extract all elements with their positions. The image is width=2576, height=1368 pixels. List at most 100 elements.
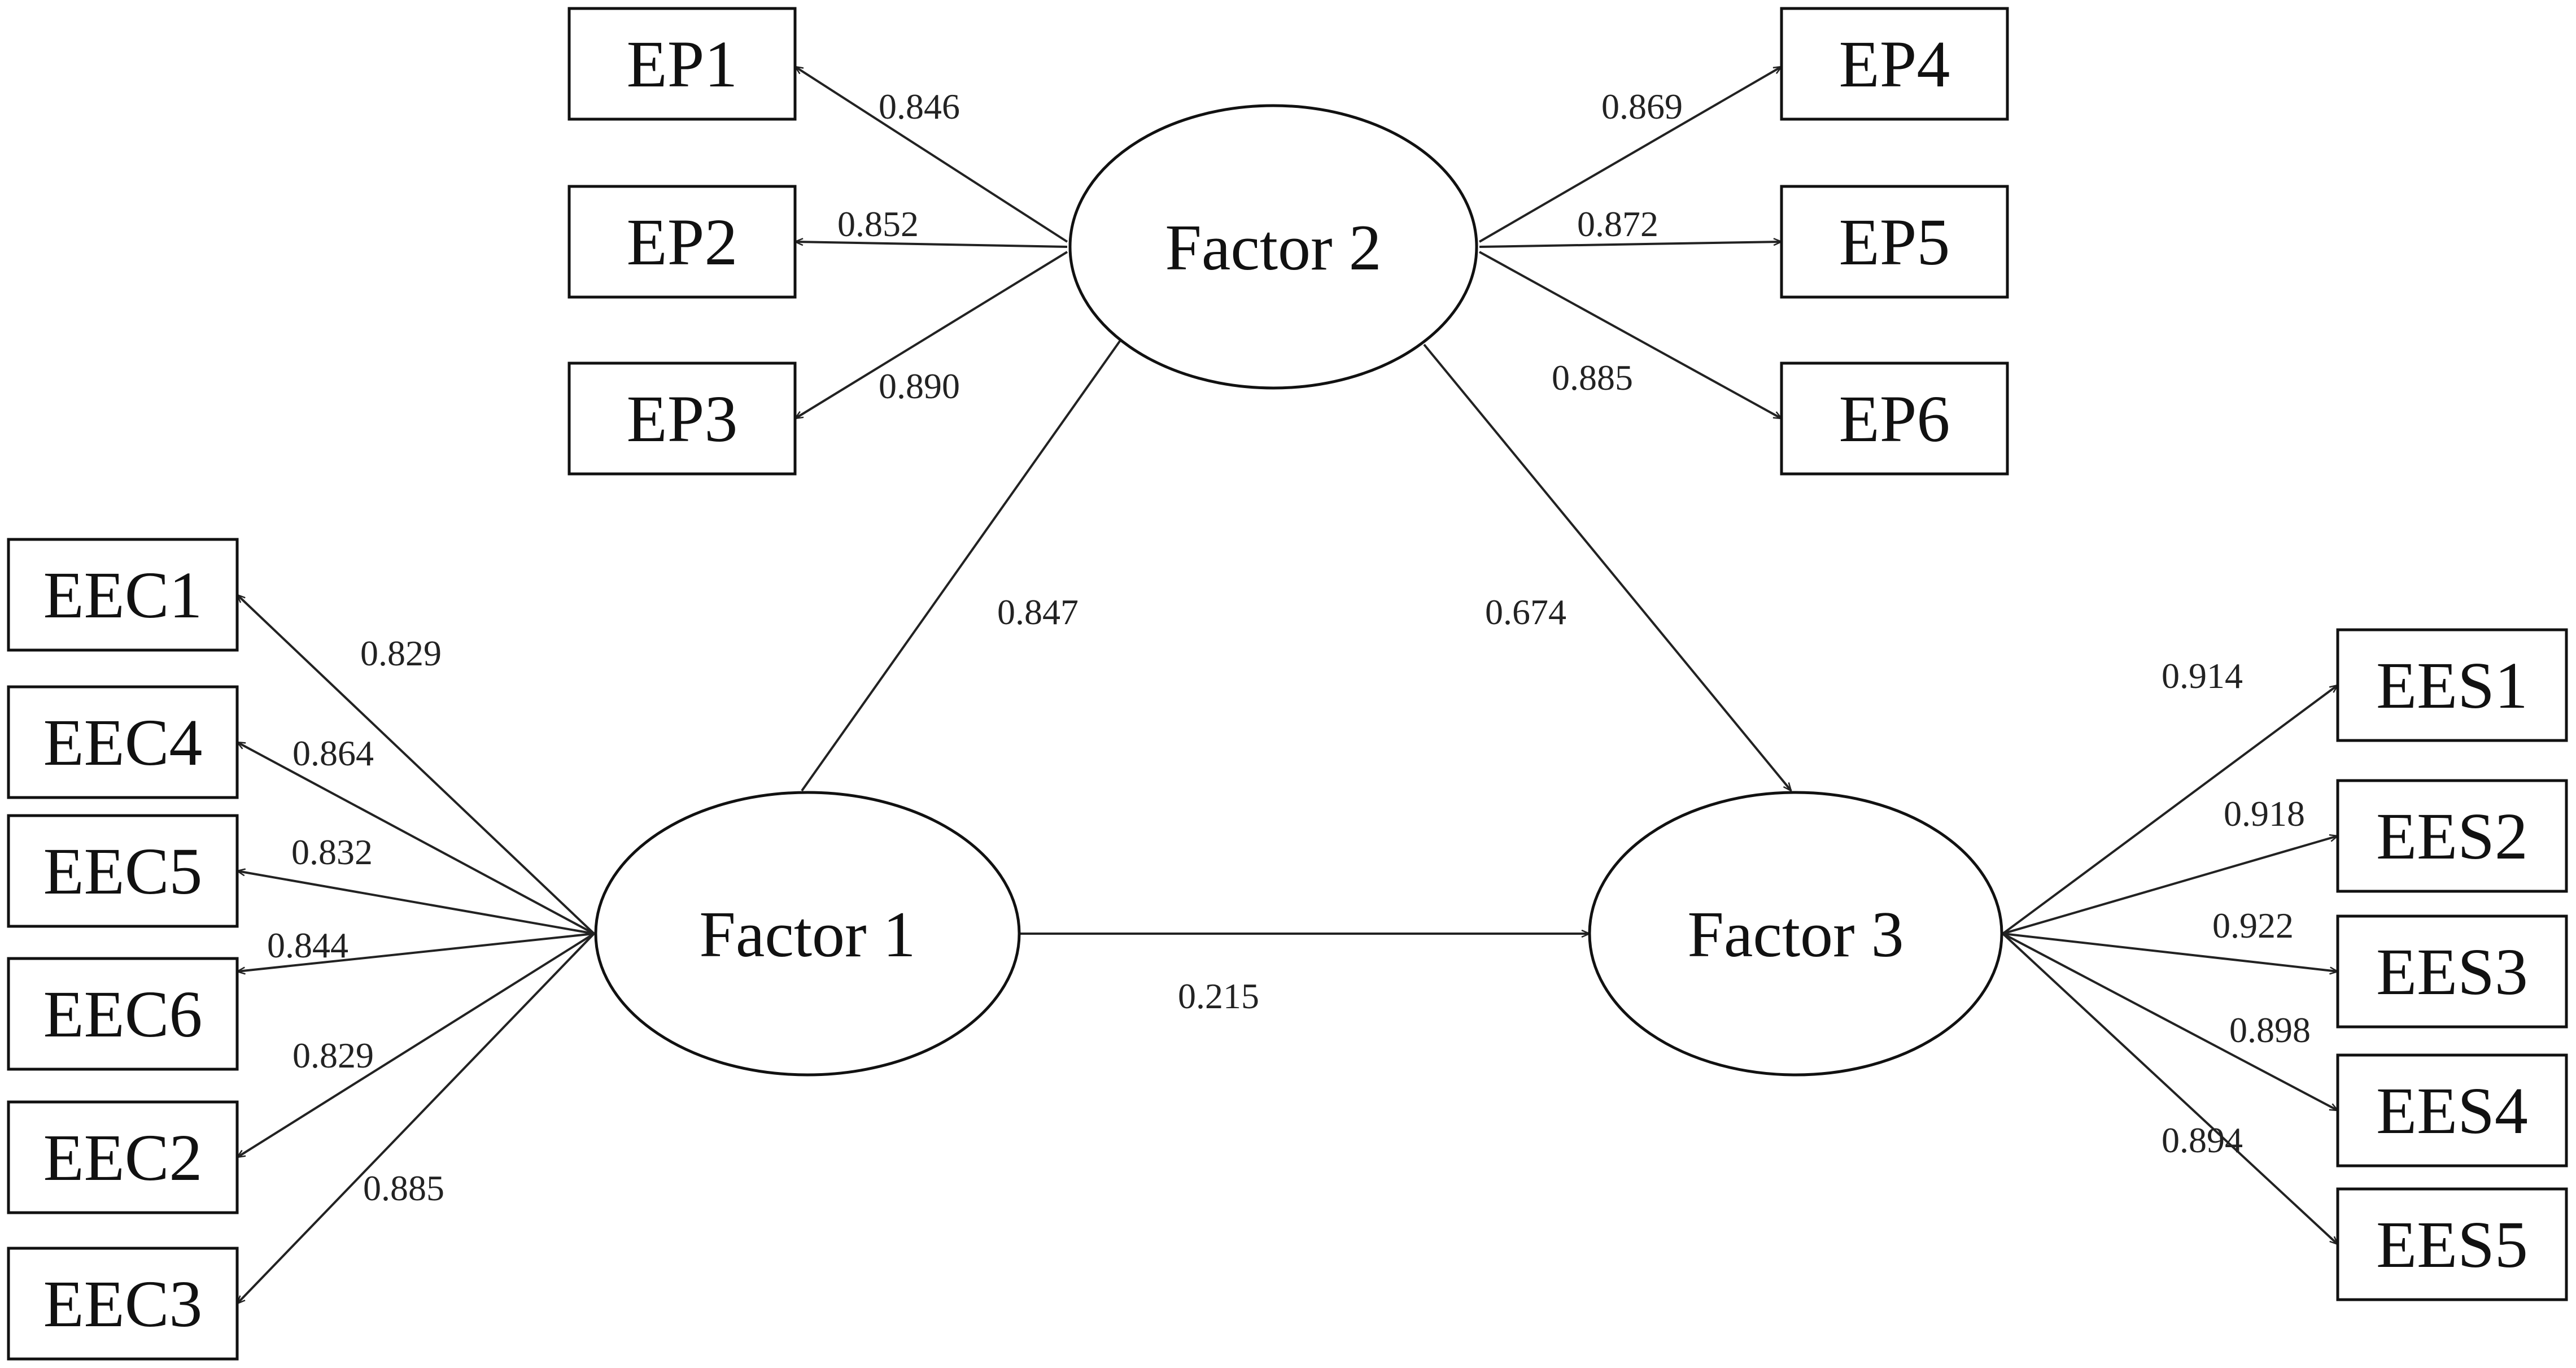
indicator-label: EP5: [1839, 205, 1950, 279]
edge-f3-to-ees3: [2002, 933, 2338, 971]
indicator-ep5: EP5: [1780, 185, 2009, 299]
indicator-label: EEC4: [43, 705, 203, 779]
indicator-ep1: EP1: [567, 7, 797, 121]
edge-weight-f1-to-eec6: 0.844: [267, 925, 348, 965]
edge-weight-f2-to-ep2: 0.852: [837, 204, 919, 244]
indicator-ep2: EP2: [567, 185, 797, 299]
factor-label: Factor 3: [1687, 899, 1903, 971]
indicator-label: EES2: [2376, 799, 2528, 873]
indicator-label: EES1: [2376, 648, 2528, 722]
edge-weight-f2-to-ep5: 0.872: [1577, 204, 1658, 244]
edge-weight-f1-to-eec5: 0.832: [291, 832, 373, 872]
edge-f1-to-eec3: [237, 933, 595, 1304]
indicator-eec6: EEC6: [7, 957, 239, 1071]
edge-f2-to-ep6: [1479, 251, 1782, 420]
edge-weight-f1-to-eec2: 0.829: [292, 1035, 374, 1075]
indicator-label: EP2: [627, 205, 738, 279]
factor-label: Factor 1: [699, 899, 915, 971]
edge-f1-to-f2: [801, 333, 1125, 792]
edge-weight-f3-to-ees4: 0.898: [2229, 1010, 2311, 1050]
edge-weight-f2-to-ep4: 0.869: [1601, 86, 1683, 127]
indicator-label: EES4: [2376, 1074, 2528, 1148]
indicator-ep3: EP3: [567, 361, 797, 476]
indicator-label: EP1: [627, 27, 738, 101]
factor-label: Factor 2: [1165, 212, 1381, 284]
indicator-box: [7, 1247, 239, 1361]
edge-weight-f2-to-ep1: 0.846: [879, 86, 960, 127]
factor-ellipse: [1588, 791, 2003, 1077]
indicator-eec3: EEC3: [7, 1247, 239, 1361]
edge-f1-to-eec2: [237, 933, 595, 1158]
edge-weight-f2-to-f3: 0.674: [1485, 592, 1566, 632]
indicator-box: [567, 185, 797, 299]
edge-weight-f1-to-f2: 0.847: [997, 592, 1079, 632]
indicator-box: [1780, 7, 2009, 121]
indicator-label: EEC2: [43, 1121, 203, 1195]
latent-factor-f2: Factor 2: [1068, 104, 1478, 390]
latent-factor-f1: Factor 1: [594, 791, 1021, 1077]
indicator-box: [2336, 779, 2568, 893]
indicator-eec2: EEC2: [7, 1100, 239, 1214]
indicator-label: EEC1: [43, 558, 203, 632]
indicator-ees4: EES4: [2336, 1053, 2568, 1167]
edge-f1-to-eec6: [237, 933, 595, 971]
edge-f2-to-ep2: [795, 242, 1068, 248]
edge-f3-to-ees1: [2002, 685, 2338, 935]
edge-f2-to-ep4: [1478, 66, 1782, 243]
indicator-ep6: EP6: [1780, 361, 2009, 476]
edge-weight-f1-to-f3: 0.215: [1178, 976, 1259, 1016]
edge-weight-f2-to-ep3: 0.890: [879, 366, 960, 406]
edge-f2-to-ep3: [795, 251, 1068, 420]
indicator-label: EES5: [2376, 1208, 2528, 1282]
indicator-label: EEC5: [43, 834, 203, 908]
indicator-box: [2336, 1187, 2568, 1301]
indicator-box: [567, 361, 797, 476]
indicator-eec1: EEC1: [7, 538, 239, 652]
indicator-label: EEC3: [43, 1267, 203, 1341]
edge-weight-f3-to-ees3: 0.922: [2212, 905, 2294, 946]
factor-ellipse: [594, 791, 1021, 1077]
indicator-ees2: EES2: [2336, 779, 2568, 893]
indicator-box: [1780, 361, 2009, 476]
indicator-eec4: EEC4: [7, 685, 239, 799]
indicator-box: [567, 7, 797, 121]
indicator-label: EP3: [627, 382, 738, 456]
edge-f1-to-eec5: [237, 871, 595, 935]
indicator-ees3: EES3: [2336, 914, 2568, 1029]
indicator-box: [7, 1100, 239, 1214]
indicator-label: EES3: [2376, 935, 2528, 1009]
edge-f3-to-ees4: [2002, 933, 2338, 1112]
indicator-eec5: EEC5: [7, 814, 239, 928]
latent-factor-f3: Factor 3: [1588, 791, 2003, 1077]
edges-layer: [237, 66, 2338, 1304]
edge-weight-f3-to-ees1: 0.914: [2162, 656, 2243, 696]
indicator-label: EEC6: [43, 977, 203, 1051]
indicator-label: EP4: [1839, 27, 1950, 101]
edge-weight-f1-to-eec3: 0.885: [363, 1168, 444, 1208]
edge-f1-to-eec4: [237, 741, 595, 935]
indicator-ees1: EES1: [2336, 628, 2568, 742]
factor-ellipse: [1068, 104, 1478, 390]
edge-weight-f1-to-eec1: 0.829: [360, 633, 442, 673]
indicator-box: [7, 685, 239, 799]
edge-weight-f2-to-ep6: 0.885: [1552, 358, 1633, 398]
indicator-box: [2336, 914, 2568, 1029]
indicator-box: [1780, 185, 2009, 299]
edge-f3-to-ees5: [2002, 933, 2338, 1244]
indicator-box: [7, 538, 239, 652]
edge-weight-f1-to-eec4: 0.864: [292, 733, 374, 773]
indicator-box: [7, 957, 239, 1071]
indicator-ees5: EES5: [2336, 1187, 2568, 1301]
edge-f2-to-ep1: [795, 67, 1068, 243]
edge-weight-f3-to-ees2: 0.918: [2224, 794, 2305, 834]
edge-f2-to-f3: [1423, 343, 1791, 791]
edge-f2-to-ep5: [1479, 242, 1782, 248]
edge-weight-f3-to-ees5: 0.894: [2162, 1120, 2243, 1160]
edge-f1-to-eec1: [237, 595, 595, 935]
indicator-label: EP6: [1839, 382, 1950, 456]
indicator-box: [7, 814, 239, 928]
edge-f3-to-ees2: [2002, 836, 2338, 935]
edge-labels-layer: 0.846 0.852 0.890 0.869 0.872 0.885 0.829 0.864…: [267, 86, 2311, 1208]
